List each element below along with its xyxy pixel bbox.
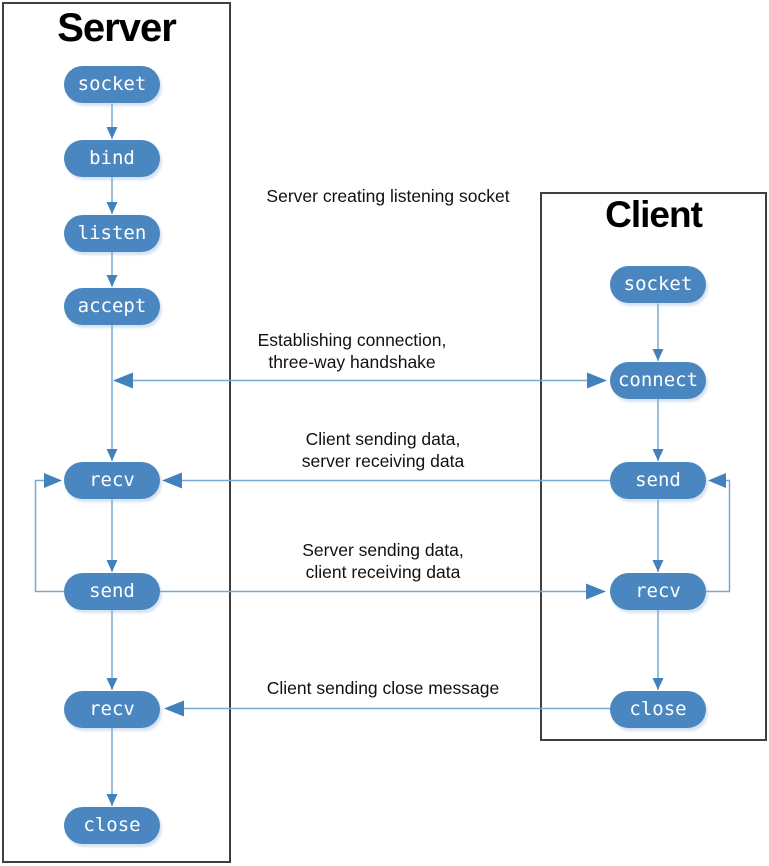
annotation-client-sending-line2: server receiving data — [301, 451, 465, 471]
annotation-handshake-line1: Establishing connection, — [257, 330, 447, 350]
node-client-send: send — [610, 462, 706, 499]
annotation-client-sending: Client sending data, server receiving da… — [302, 428, 464, 472]
node-server-recv-2: recv — [64, 691, 160, 728]
node-server-listen: listen — [64, 215, 160, 252]
annotation-close-message: Client sending close message — [267, 677, 500, 699]
server-title: Server — [57, 6, 177, 50]
node-client-close: close — [610, 691, 706, 728]
annotation-listening: Server creating listening socket — [266, 185, 509, 207]
node-server-bind: bind — [64, 140, 160, 177]
node-server-accept: accept — [64, 288, 160, 325]
annotation-server-sending-line1: Server sending data, — [302, 540, 464, 560]
annotation-close-message-line: Client sending close message — [266, 678, 500, 698]
annotation-handshake-line2: three-way handshake — [268, 352, 436, 372]
node-server-recv-1: recv — [64, 462, 160, 499]
server-box — [2, 2, 231, 863]
annotation-handshake: Establishing connection, three-way hands… — [258, 329, 447, 373]
node-client-recv: recv — [610, 573, 706, 610]
node-server-send: send — [64, 573, 160, 610]
client-box — [540, 192, 767, 741]
client-title: Client — [605, 194, 703, 235]
annotation-client-sending-line1: Client sending data, — [305, 429, 461, 449]
annotation-listening-line: Server creating listening socket — [266, 186, 510, 206]
node-client-connect: connect — [610, 362, 706, 399]
node-server-close: close — [64, 807, 160, 844]
annotation-server-sending-line2: client receiving data — [305, 562, 461, 582]
node-server-socket: socket — [64, 66, 160, 103]
annotation-server-sending: Server sending data, client receiving da… — [302, 539, 464, 583]
node-client-socket: socket — [610, 266, 706, 303]
